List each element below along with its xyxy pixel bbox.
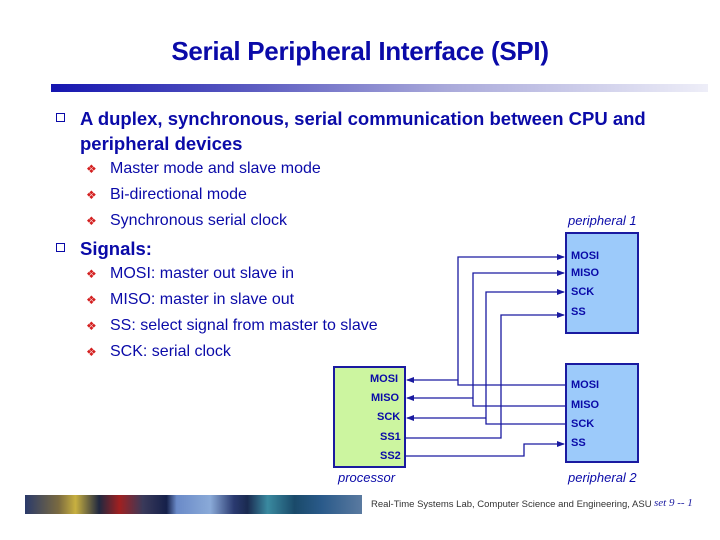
processor-caption: processor bbox=[338, 470, 396, 485]
hollow-square-icon bbox=[56, 243, 65, 252]
peripheral1-pin-mosi: MOSI bbox=[571, 250, 600, 262]
peripheral2-pin-ss: SS bbox=[571, 437, 586, 449]
processor-pin-sck: SCK bbox=[377, 411, 401, 423]
footer-institution: Real-Time Systems Lab, Computer Science … bbox=[371, 499, 652, 510]
processor-pin-miso: MISO bbox=[371, 392, 400, 404]
peripheral2-pin-mosi: MOSI bbox=[571, 379, 600, 391]
bullet-level2: ❖SCK: serial clock bbox=[56, 339, 676, 365]
footer-image-strip bbox=[25, 495, 362, 514]
mosi-wire bbox=[457, 254, 566, 386]
red-diamond-icon: ❖ bbox=[86, 214, 97, 228]
bullet-level2: ❖Synchronous serial clock bbox=[56, 208, 676, 234]
bullet-level2: ❖Bi-directional mode bbox=[56, 182, 676, 208]
peripheral2-box bbox=[565, 363, 639, 463]
peripheral1-pin-miso: MISO bbox=[571, 267, 600, 279]
footer-page-number: set 9 -- 1 bbox=[654, 497, 693, 509]
red-diamond-icon: ❖ bbox=[86, 319, 97, 333]
bullet-list: A duplex, synchronous, serial communicat… bbox=[56, 104, 676, 365]
bullet-level1: Signals: bbox=[56, 236, 676, 261]
peripheral1-pin-sck: SCK bbox=[571, 286, 595, 298]
slide-title: Serial Peripheral Interface (SPI) bbox=[171, 36, 549, 66]
red-diamond-icon: ❖ bbox=[86, 345, 97, 359]
processor-pin-ss2: SS2 bbox=[380, 450, 401, 462]
red-diamond-icon: ❖ bbox=[86, 267, 97, 281]
peripheral1-caption: peripheral 1 bbox=[568, 213, 637, 228]
processor-pin-mosi: MOSI bbox=[370, 373, 399, 385]
bullet-level2: ❖MOSI: master out slave in bbox=[56, 261, 676, 287]
red-diamond-icon: ❖ bbox=[86, 188, 97, 202]
peripheral2-pin-sck: SCK bbox=[571, 418, 595, 430]
title-underline-bar bbox=[51, 84, 708, 92]
processor-pin-ss1: SS1 bbox=[380, 431, 401, 443]
red-diamond-icon: ❖ bbox=[86, 293, 97, 307]
processor-box bbox=[333, 366, 406, 468]
bullet-level2: ❖SS: select signal from master to slave bbox=[56, 313, 676, 339]
bullet-level2: ❖Master mode and slave mode bbox=[56, 156, 676, 182]
sck-wire bbox=[485, 289, 566, 425]
peripheral1-pin-ss: SS bbox=[571, 306, 586, 318]
hollow-square-icon bbox=[56, 113, 65, 122]
miso-wire bbox=[472, 270, 566, 407]
bullet-level1: A duplex, synchronous, serial communicat… bbox=[56, 106, 676, 156]
peripheral2-pin-miso: MISO bbox=[571, 399, 600, 411]
peripheral2-caption: peripheral 2 bbox=[568, 470, 637, 485]
bullet-level2: ❖MISO: master in slave out bbox=[56, 287, 676, 313]
ss2-wire bbox=[405, 441, 565, 457]
peripheral1-box bbox=[565, 232, 639, 334]
red-diamond-icon: ❖ bbox=[86, 162, 97, 176]
ss1-wire bbox=[405, 312, 565, 439]
